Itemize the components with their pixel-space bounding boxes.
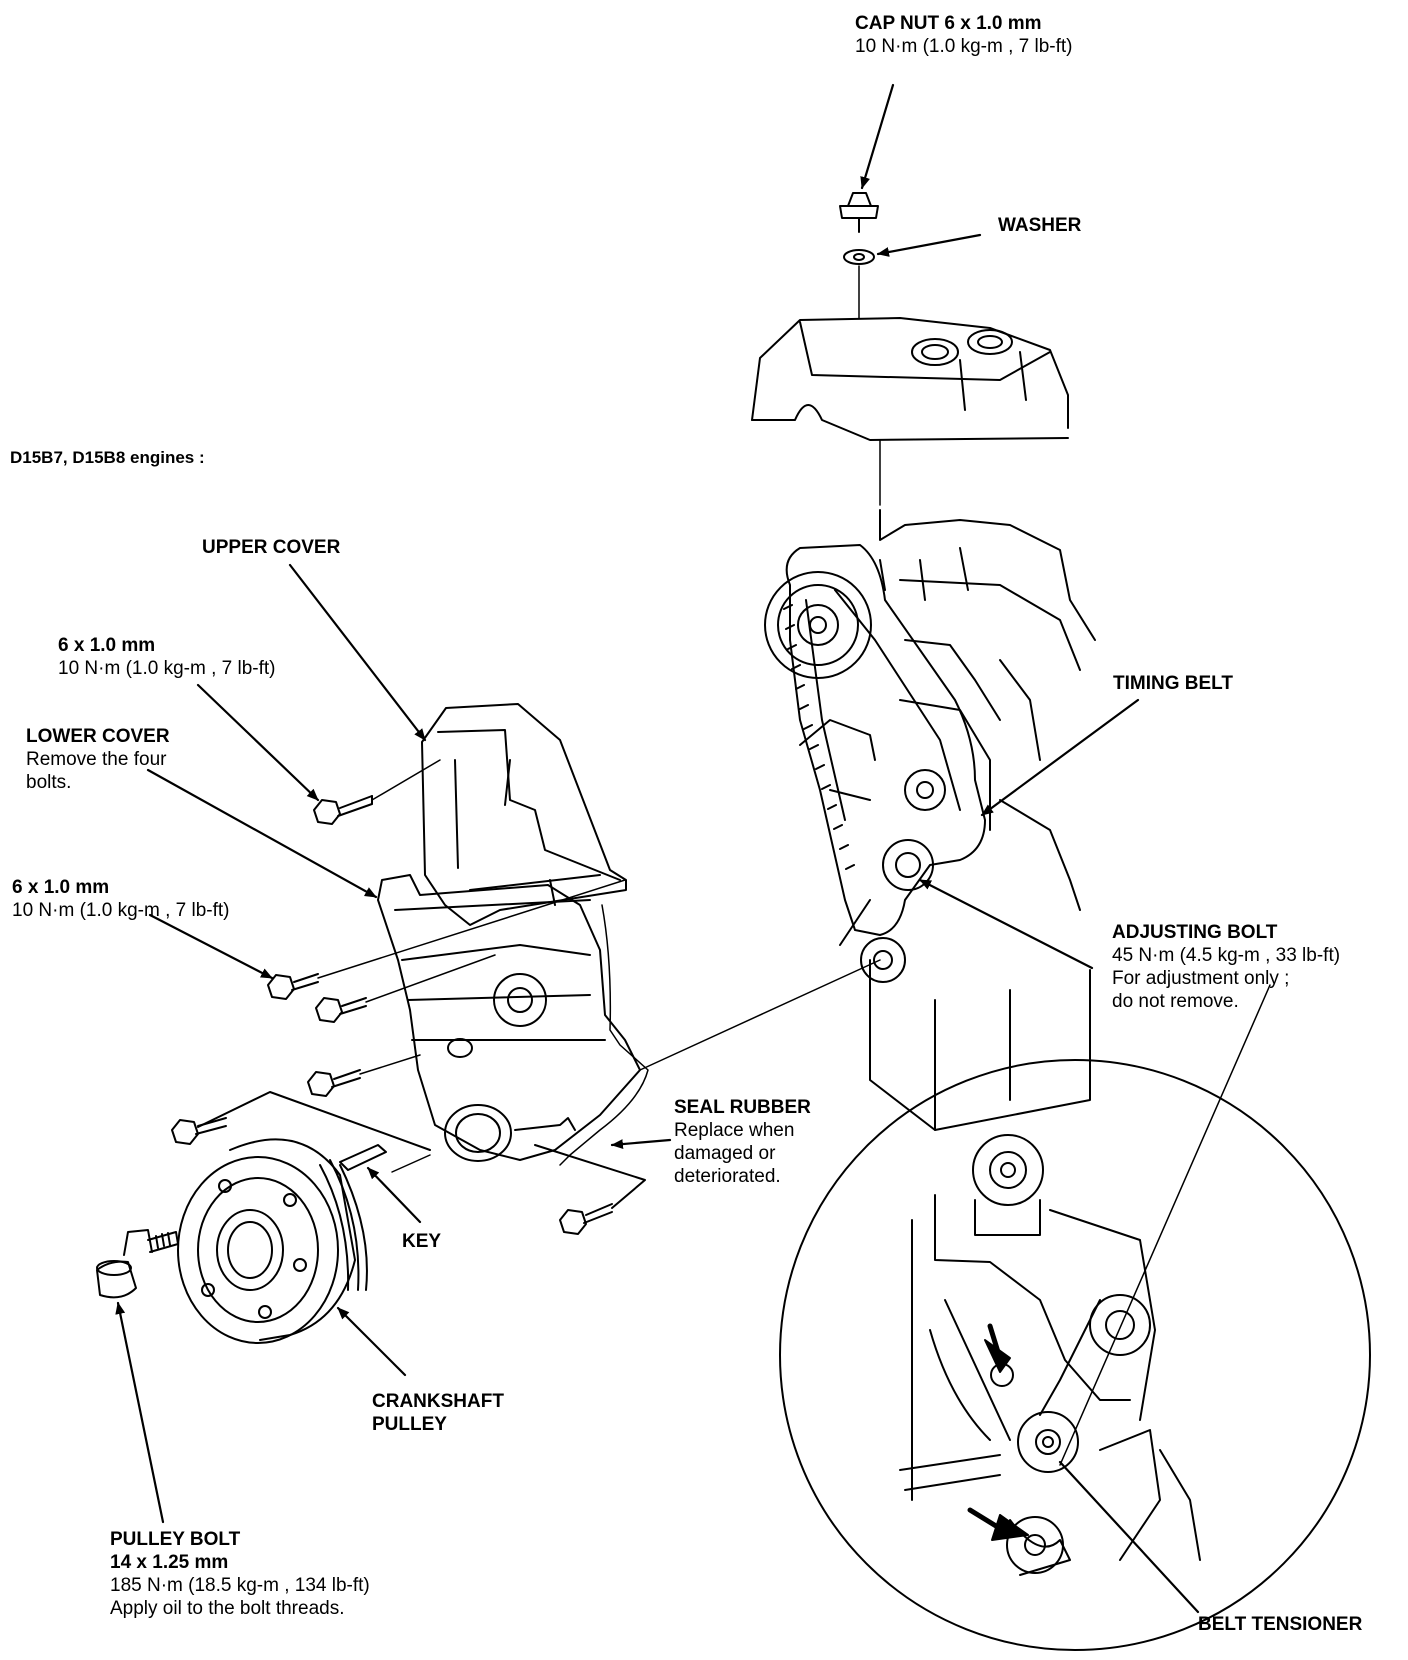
adjusting-bolt-title: ADJUSTING BOLT <box>1112 922 1278 943</box>
timing-belt-label: TIMING BELT <box>1113 673 1233 694</box>
cap-nut-label: CAP NUT 6 x 1.0 mm 10 N·m (1.0 kg-m , 7 … <box>855 12 1073 58</box>
lower-cover-part <box>377 874 649 1166</box>
lower-cover-bolt-2 <box>315 954 496 1023</box>
engine-block <box>764 509 1096 1131</box>
timing-belt-leader <box>980 698 1140 817</box>
belt-tensioner-leader <box>1058 1460 1200 1614</box>
pulley-bolt-note: Apply oil to the bolt threads. <box>110 1598 345 1619</box>
crankshaft-pulley-line-1: CRANKSHAFT <box>372 1391 504 1412</box>
upper-cover-label: UPPER COVER <box>202 537 341 558</box>
upper-bolt-leader <box>196 683 320 802</box>
cap-nut-part <box>839 192 879 233</box>
upper-bolt-size: 6 x 1.0 mm <box>58 635 156 656</box>
cap-nut-title: CAP NUT 6 x 1.0 mm <box>855 13 1042 34</box>
seal-rubber-title: SEAL RUBBER <box>674 1097 811 1118</box>
pulley-bolt-label: PULLEY BOLT 14 x 1.25 mm 185 N·m (18.5 k… <box>110 1528 370 1620</box>
adjusting-bolt-label: ADJUSTING BOLT 45 N·m (4.5 kg-m , 33 lb-… <box>1112 921 1340 1013</box>
lower-bolt-torque: 10 N·m (1.0 kg-m , 7 lb-ft) <box>12 900 230 921</box>
adjusting-bolt-note-2: do not remove. <box>1112 991 1239 1012</box>
pulley-bolt-size: 14 x 1.25 mm <box>110 1552 229 1573</box>
pulley-bolt-title: PULLEY BOLT <box>110 1529 241 1550</box>
adjusting-bolt-note-1: For adjustment only ; <box>1112 968 1290 989</box>
lower-bolt-size: 6 x 1.0 mm <box>12 877 110 898</box>
key-label: KEY <box>402 1231 442 1252</box>
belt-tensioner-detail <box>779 1059 1371 1651</box>
adjusting-bolt-leader <box>918 878 1094 970</box>
lower-cover-label: LOWER COVER Remove the four bolts. <box>26 725 170 794</box>
seal-rubber-leader <box>610 1138 672 1150</box>
seal-rubber-note-3: deteriorated. <box>674 1166 781 1187</box>
engine-note: D15B7, D15B8 engines : <box>10 448 205 467</box>
lower-cover-title: LOWER COVER <box>26 726 170 747</box>
upper-bolt-torque: 10 N·m (1.0 kg-m , 7 lb-ft) <box>58 658 276 679</box>
crankshaft-pulley-line-2: PULLEY <box>372 1414 447 1435</box>
lower-bolt-label: 6 x 1.0 mm 10 N·m (1.0 kg-m , 7 lb-ft) <box>12 876 230 922</box>
cap-nut-torque: 10 N·m (1.0 kg-m , 7 lb-ft) <box>855 36 1073 57</box>
crankshaft-pulley-label: CRANKSHAFT PULLEY <box>372 1390 504 1436</box>
crankshaft-pulley-leader <box>336 1306 407 1377</box>
detail-connector-line <box>1059 984 1271 1466</box>
cap-nut-leader <box>860 83 895 190</box>
crankshaft-pulley-part <box>177 1138 368 1344</box>
washer-leader <box>876 233 982 257</box>
key-leader <box>366 1166 422 1224</box>
upper-cover-leader <box>288 563 427 742</box>
lower-cover-bolt-5 <box>534 1144 646 1235</box>
lower-cover-note-1: Remove the four <box>26 749 167 770</box>
washer-part <box>843 249 875 319</box>
cylinder-head-cover <box>751 317 1069 506</box>
seal-rubber-note-1: Replace when <box>674 1120 795 1141</box>
pulley-bolt-leader <box>115 1301 165 1524</box>
seal-rubber-note-2: damaged or <box>674 1143 776 1164</box>
adjusting-bolt-torque: 45 N·m (4.5 kg-m , 33 lb-ft) <box>1112 945 1341 966</box>
seal-rubber-label: SEAL RUBBER Replace when damaged or dete… <box>674 1096 811 1188</box>
lower-cover-bolt-3 <box>307 1054 421 1097</box>
tensioner-connector-line <box>639 959 881 1071</box>
belt-tensioner-label: BELT TENSIONER <box>1198 1614 1363 1635</box>
key-part <box>339 1144 431 1173</box>
lower-cover-leader <box>146 768 378 899</box>
lower-cover-bolt-4 <box>171 1091 431 1151</box>
upper-cover-part <box>421 703 627 926</box>
lower-bolt-leader <box>148 913 274 980</box>
upper-cover-bolt <box>313 759 441 825</box>
washer-label: WASHER <box>998 215 1082 236</box>
pulley-bolt-torque: 185 N·m (18.5 kg-m , 134 lb-ft) <box>110 1575 370 1596</box>
pulley-bolt-part <box>96 1229 179 1299</box>
lower-cover-bolt-1 <box>267 879 626 1000</box>
lower-cover-note-2: bolts. <box>26 772 72 793</box>
upper-bolt-label: 6 x 1.0 mm 10 N·m (1.0 kg-m , 7 lb-ft) <box>58 634 276 680</box>
